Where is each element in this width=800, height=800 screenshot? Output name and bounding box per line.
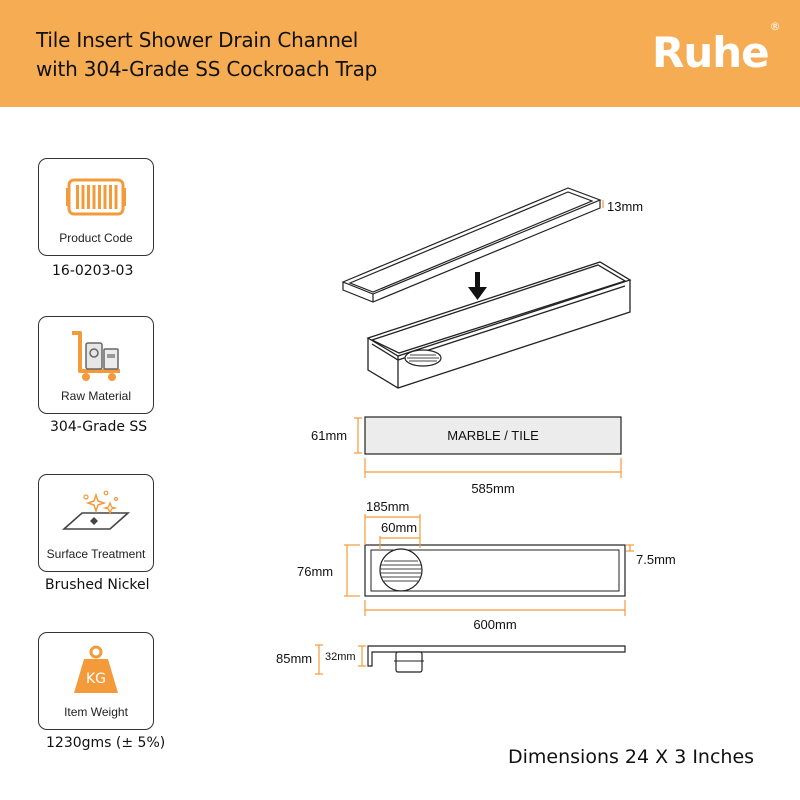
svg-text:32mm: 32mm bbox=[325, 651, 356, 663]
spec-label: Item Weight bbox=[64, 705, 128, 719]
spec-value-raw-material: 304-Grade SS bbox=[50, 419, 148, 435]
tile-label: MARBLE / TILE bbox=[447, 428, 539, 443]
product-title: Tile Insert Shower Drain Channel with 30… bbox=[36, 26, 377, 84]
spec-label: Surface Treatment bbox=[46, 547, 146, 561]
svg-text:185mm: 185mm bbox=[366, 499, 409, 514]
dimensions-caption: Dimensions 24 X 3 Inches bbox=[508, 746, 755, 768]
header-banner bbox=[0, 0, 800, 107]
spec-card-surface-treatment: Surface Treatment bbox=[38, 474, 154, 572]
spec-label: Raw Material bbox=[60, 389, 132, 403]
spec-card-product-code: Product Code bbox=[38, 158, 154, 256]
svg-text:13mm: 13mm bbox=[607, 199, 643, 214]
insert-height-dim: 13mm bbox=[602, 199, 643, 214]
brand-logo: Ruhe® bbox=[652, 20, 781, 77]
cockroach-trap-grate bbox=[404, 349, 442, 367]
kg-weight-icon: KG bbox=[39, 641, 153, 701]
channel-width-dim: 76mm bbox=[297, 544, 360, 597]
sparkle-surface-icon bbox=[39, 483, 153, 543]
spec-value-item-weight: 1230gms (± 5%) bbox=[46, 735, 166, 751]
title-line-2: with 304-Grade SS Cockroach Trap bbox=[36, 57, 378, 81]
brand-name: Ruhe bbox=[652, 28, 770, 77]
registered-mark: ® bbox=[769, 20, 781, 33]
kg-label: KG bbox=[86, 671, 106, 687]
svg-text:61mm: 61mm bbox=[311, 428, 347, 443]
spec-value-surface-treatment: Brushed Nickel bbox=[45, 577, 150, 593]
tile-height-dim: 61mm bbox=[311, 417, 362, 454]
tile-length-dim: 585mm bbox=[364, 458, 622, 496]
trap-offset-dim: 185mm bbox=[364, 499, 421, 548]
svg-text:585mm: 585mm bbox=[471, 481, 514, 496]
svg-text:7.5mm: 7.5mm bbox=[636, 552, 676, 567]
rim-width-dim: 7.5mm bbox=[626, 544, 676, 567]
down-arrow-icon bbox=[468, 272, 487, 300]
svg-text:76mm: 76mm bbox=[297, 564, 333, 579]
spec-value-product-code: 16-0203-03 bbox=[52, 263, 134, 279]
channel-top-view bbox=[364, 544, 626, 597]
channel-length-dim: 600mm bbox=[364, 600, 626, 632]
svg-text:85mm: 85mm bbox=[276, 651, 312, 666]
spec-card-raw-material: Raw Material bbox=[38, 316, 154, 414]
spec-card-item-weight: KG Item Weight bbox=[38, 632, 154, 730]
marble-tile-block: MARBLE / TILE bbox=[364, 416, 622, 455]
drain-channel-body bbox=[366, 261, 632, 389]
total-depth-dim: 85mm bbox=[276, 644, 323, 675]
title-line-1: Tile Insert Shower Drain Channel bbox=[36, 28, 359, 52]
svg-text:60mm: 60mm bbox=[381, 520, 417, 535]
spec-label: Product Code bbox=[59, 231, 133, 245]
svg-text:600mm: 600mm bbox=[473, 617, 516, 632]
channel-side-view bbox=[367, 645, 626, 673]
material-cart-icon bbox=[39, 325, 153, 385]
drain-grate-icon bbox=[39, 167, 153, 227]
tile-insert-tray bbox=[341, 187, 602, 303]
trap-diameter-dim: 60mm bbox=[379, 520, 420, 550]
channel-depth-dim: 32mm bbox=[325, 645, 366, 667]
